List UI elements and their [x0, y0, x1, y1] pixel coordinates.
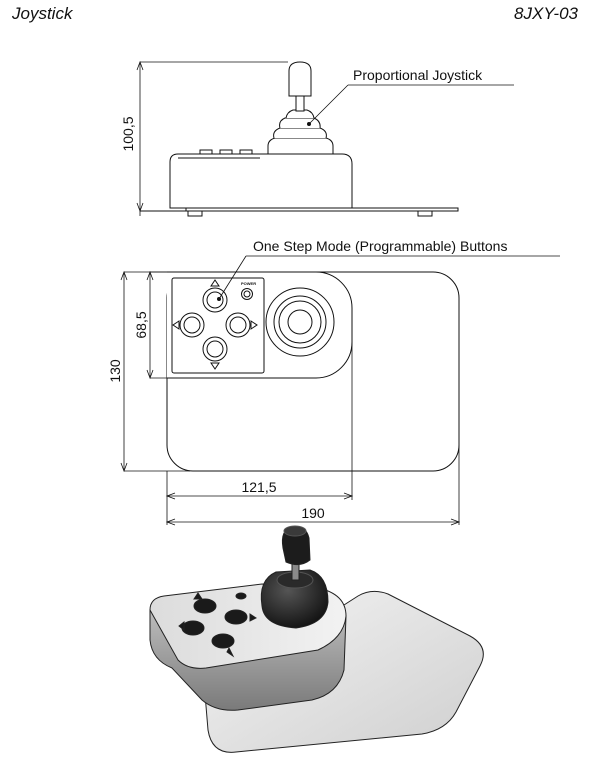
side-view	[136, 60, 514, 217]
render-power-button	[235, 592, 247, 600]
callout-one-step-buttons: One Step Mode (Programmable) Buttons	[253, 238, 507, 254]
housing-side	[169, 153, 353, 209]
power-label: POWER	[241, 281, 256, 286]
foot-right	[417, 210, 433, 217]
foot-left	[187, 210, 203, 217]
render-buttons	[178, 592, 257, 658]
callout-leader-one-step	[218, 255, 247, 300]
dim-width-inner: 121,5	[241, 479, 276, 495]
render-joystick-boot	[260, 569, 329, 629]
drawing-title: Joystick	[12, 4, 73, 23]
dim-height-inner: 68,5	[133, 311, 149, 338]
dim-height-total: 130	[107, 359, 123, 383]
button-panel	[171, 277, 265, 374]
dim-width-total: 190	[301, 505, 325, 521]
model-number: 8JXY-03	[514, 4, 578, 23]
isometric-render	[149, 525, 484, 753]
one-step-buttons	[179, 287, 251, 362]
power-button	[241, 288, 253, 300]
callout-leader-proportional	[308, 84, 349, 125]
joystick-top-outer	[265, 287, 335, 357]
dim-height-side: 100,5	[120, 116, 136, 151]
callout-proportional-joystick: Proportional Joystick	[353, 67, 483, 83]
joystick-shaft	[295, 95, 305, 112]
joystick-boot	[267, 137, 334, 155]
joystick-top-knob	[287, 309, 313, 335]
joystick-handle	[288, 61, 312, 97]
render-base-plate	[204, 590, 484, 753]
top-view	[120, 255, 560, 526]
